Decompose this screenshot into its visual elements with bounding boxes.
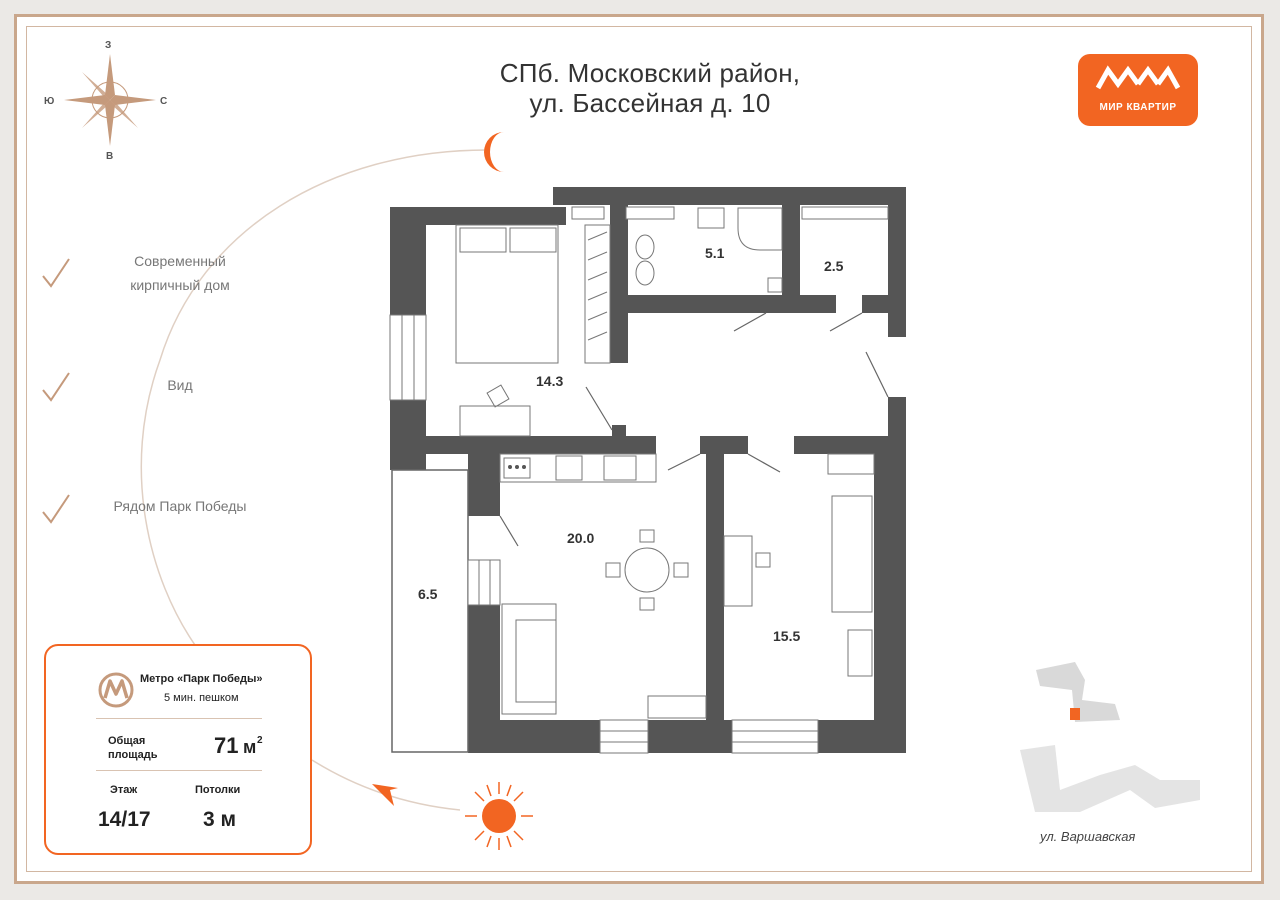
feature-near-park: Рядом Парк Победы bbox=[113, 498, 247, 514]
check-icon bbox=[42, 494, 70, 524]
compass-rose-icon bbox=[64, 54, 156, 146]
metro-station-name: Метро «Парк Победы» bbox=[140, 673, 263, 685]
sun-direction-arrow-icon bbox=[372, 784, 398, 806]
compass-west-label: Ю bbox=[44, 96, 55, 107]
total-area-unit-superscript: 2 bbox=[257, 735, 263, 746]
total-area-unit: м bbox=[243, 737, 257, 757]
floor-value: 14/17 bbox=[98, 808, 151, 831]
card-divider bbox=[96, 770, 262, 771]
address-line-2: ул. Бассейная д. 10 bbox=[529, 88, 771, 118]
moon-icon bbox=[484, 132, 504, 172]
logo-mark-icon bbox=[1095, 65, 1181, 90]
room-area-room: 15.5 bbox=[773, 628, 801, 644]
metro-walk-time: 5 мин. пешком bbox=[164, 692, 239, 704]
compass-south-label: В bbox=[106, 151, 114, 162]
address-title: СПб. Московский район, ул. Бассейная д. … bbox=[400, 58, 900, 118]
room-area-balcony: 6.5 bbox=[418, 586, 438, 602]
logo-text: МИР КВАРТИР bbox=[1099, 102, 1177, 113]
check-icon bbox=[42, 258, 70, 288]
ceiling-height-label: Потолки bbox=[195, 784, 241, 796]
ceiling-height-value: 3 м bbox=[203, 808, 237, 831]
brand-logo bbox=[1078, 54, 1198, 126]
floor-label: Этаж bbox=[110, 784, 138, 796]
compass-east-label: С bbox=[160, 96, 168, 107]
sun-icon bbox=[465, 782, 533, 850]
street-name: ул. Варшавская bbox=[1040, 829, 1136, 844]
room-area-bathroom: 5.1 bbox=[705, 245, 725, 261]
check-icon bbox=[42, 372, 70, 402]
inner-frame bbox=[26, 26, 1252, 872]
room-area-storage: 2.5 bbox=[824, 258, 844, 274]
feature-view: Вид bbox=[167, 377, 193, 393]
feature-modern-brick-house: Современный кирпичный дом bbox=[130, 253, 230, 293]
apartment-info-card bbox=[44, 644, 312, 855]
card-divider bbox=[96, 718, 262, 719]
room-area-kitchen-living: 20.0 bbox=[567, 530, 595, 546]
address-line-1: СПб. Московский район, bbox=[499, 58, 801, 88]
total-area-value: 71 bbox=[214, 733, 239, 758]
metro-logo-icon bbox=[98, 672, 134, 708]
room-area-bedroom: 14.3 bbox=[536, 373, 564, 389]
compass-north-label: З bbox=[105, 40, 112, 51]
total-area-label: Общая площадь bbox=[108, 735, 158, 761]
